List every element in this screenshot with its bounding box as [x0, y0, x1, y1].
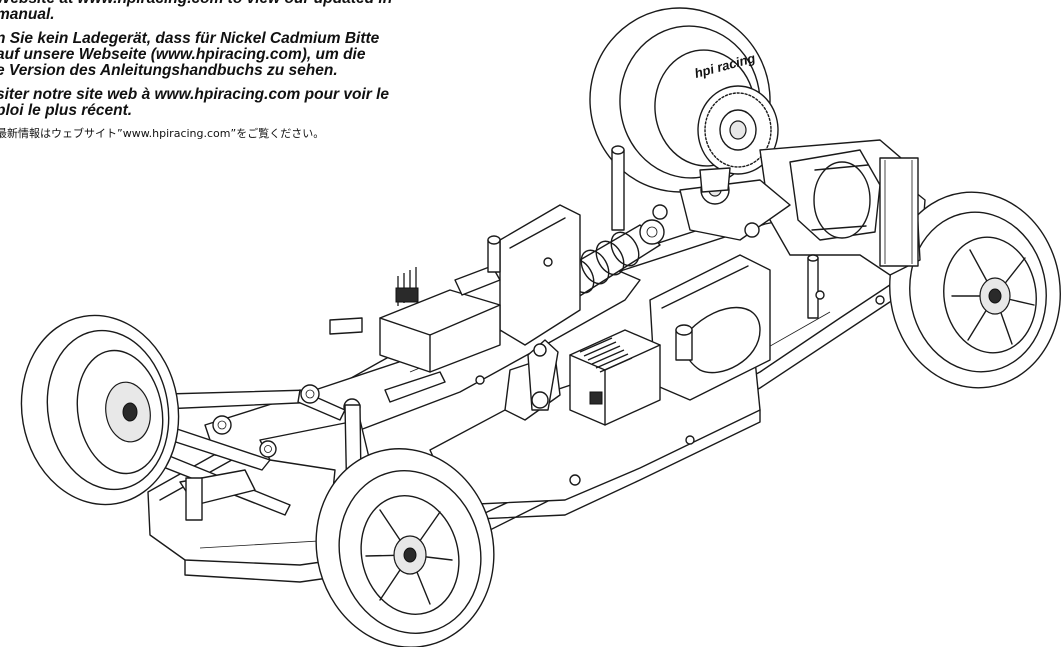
side-pods [500, 205, 770, 400]
wheel-front-right [294, 429, 516, 647]
notice-german: n Sie kein Ladegerät, dass für Nickel Ca… [0, 30, 380, 79]
wheel-front-left [7, 303, 194, 517]
notice-english: Website at www.hpiracing.com to view our… [0, 0, 392, 23]
notice-french: siter notre site web à www.hpiracing.com… [0, 86, 390, 119]
body-posts [488, 146, 818, 360]
multilingual-notice: Website at www.hpiracing.com to view our… [0, 0, 516, 141]
receiver-box [380, 266, 500, 372]
heatsink-fins [580, 338, 632, 372]
spur-gear [698, 86, 778, 174]
rear-pod [760, 140, 920, 275]
steering-servo [505, 340, 560, 420]
notice-japanese: 最新情報はウェブサイト”www.hpiracing.com”をご覧ください。 [0, 127, 325, 140]
t-bar-link [653, 168, 790, 240]
chassis-screws [330, 258, 884, 485]
esc-heatsink [570, 330, 660, 425]
wheel-rear-right [877, 181, 1063, 399]
